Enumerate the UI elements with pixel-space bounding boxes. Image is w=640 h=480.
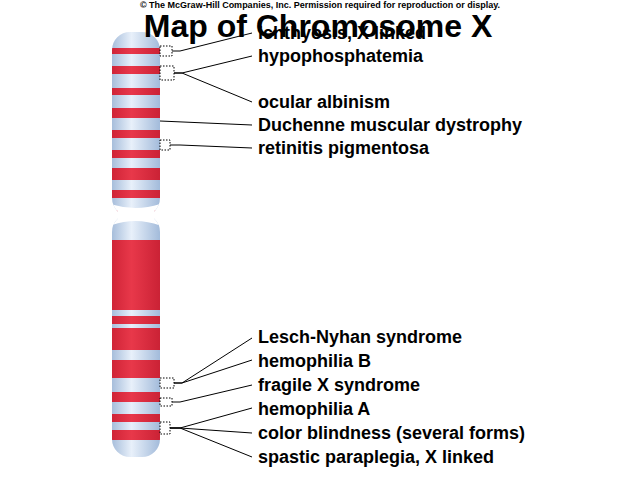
copyright-note: © The McGraw-Hill Companies, Inc. Permis… bbox=[140, 0, 500, 10]
chromosome bbox=[100, 20, 170, 470]
gene-label: spastic paraplegia, X linked bbox=[258, 447, 494, 467]
gene-label: ocular albinism bbox=[258, 92, 390, 112]
gene-label: Lesch-Nyhan syndrome bbox=[258, 327, 462, 347]
gene-label: hemophilia A bbox=[258, 399, 370, 419]
gene-label: color blindness (several forms) bbox=[258, 423, 525, 443]
leader-lines bbox=[160, 33, 252, 457]
gene-label: ichthyosis, X linked bbox=[258, 23, 426, 43]
gene-label: hypophosphatemia bbox=[258, 46, 423, 66]
gene-label: fragile X syndrome bbox=[258, 375, 420, 395]
gene-label: Duchenne muscular dystrophy bbox=[258, 115, 522, 135]
gene-label: hemophilia B bbox=[258, 351, 371, 371]
gene-label: retinitis pigmentosa bbox=[258, 138, 429, 158]
